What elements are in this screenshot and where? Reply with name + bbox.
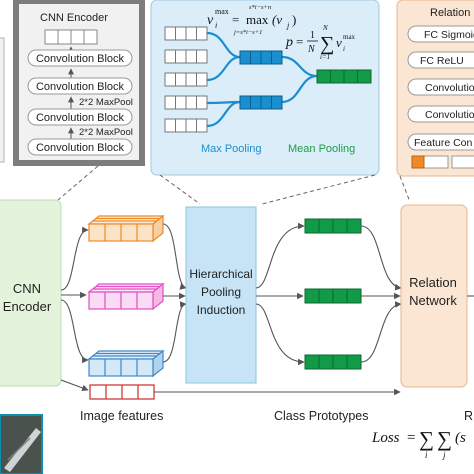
svg-text:j: j bbox=[442, 450, 446, 460]
encoder-to-features-arrows bbox=[60, 226, 89, 392]
relation-item-3 bbox=[407, 78, 474, 96]
cnn-block-1-label: Convolution Block bbox=[36, 53, 125, 65]
svg-text:max: max bbox=[343, 33, 356, 41]
pooling-merge-connectors bbox=[206, 31, 318, 128]
svg-text:1: 1 bbox=[310, 30, 315, 41]
class-prototype-1 bbox=[304, 218, 362, 234]
hierarchical-label-3: Induction bbox=[197, 303, 246, 317]
image-features-label: Image features bbox=[80, 409, 163, 423]
mean-pooled-vector bbox=[316, 69, 372, 84]
svg-text:=: = bbox=[407, 430, 415, 446]
image-feature-block-magenta bbox=[87, 282, 165, 311]
svg-text:p: p bbox=[285, 35, 293, 50]
relation-network-label-1: Relation bbox=[409, 275, 457, 290]
svg-text:): ) bbox=[292, 12, 296, 27]
relation-item-3-label: Convolution bbox=[425, 82, 474, 94]
svg-text:=: = bbox=[232, 12, 239, 27]
svg-text:max: max bbox=[246, 12, 269, 27]
svg-text:(s: (s bbox=[455, 430, 466, 446]
cnn-block-3 bbox=[27, 108, 133, 126]
image-feature-block-orange bbox=[87, 214, 165, 243]
hierarchical-label-1: Hierarchical bbox=[189, 267, 252, 281]
cnn-block-4 bbox=[27, 138, 133, 156]
cnn-encoder-label-2: Encoder bbox=[3, 299, 52, 314]
relation-panel-title: Relation bbox=[430, 7, 470, 19]
mean-pooling-label: Mean Pooling bbox=[288, 143, 355, 155]
svg-text:i=1: i=1 bbox=[320, 53, 330, 61]
cnn-block-1 bbox=[27, 49, 133, 67]
relation-item-4-label: Convolution bbox=[425, 109, 474, 121]
cnn-encoder-detail-panel: CNN Encoder Convolution Block Convolutio… bbox=[0, 0, 145, 166]
cnn-block-4-label: Convolution Block bbox=[36, 142, 125, 154]
max-pooling-formula: v max i = max s*i−s+n j=s*i−s+1 (v j ) bbox=[207, 4, 296, 36]
max-pooled-vector-2 bbox=[239, 95, 283, 110]
cnn-encoder-label-1: CNN bbox=[13, 281, 41, 296]
features-to-hpi-arrows bbox=[162, 223, 187, 363]
svg-text:v: v bbox=[207, 13, 214, 28]
relation-item-5 bbox=[407, 133, 474, 151]
cnn-encoder-box bbox=[0, 199, 62, 387]
relation-network-label-2: Network bbox=[409, 293, 457, 308]
pooling-panel-bg bbox=[150, 0, 380, 176]
svg-text:i: i bbox=[425, 450, 428, 460]
pooling-detail-panel: v max i = max s*i−s+n j=s*i−s+1 (v j ) p… bbox=[150, 0, 380, 176]
query-image-thumbnail bbox=[0, 414, 43, 474]
prototypes-to-relation-arrows bbox=[154, 225, 402, 396]
relation-feature-vectors bbox=[411, 155, 474, 169]
svg-text:i: i bbox=[343, 45, 345, 53]
relation-item-1-label: FC Sigmoid bbox=[424, 29, 474, 41]
svg-text:v: v bbox=[336, 35, 342, 50]
mean-pooling-formula: p = 1 N ∑ N i=1 v max i bbox=[285, 24, 356, 61]
left-cut-panel bbox=[0, 37, 5, 163]
svg-text:∑: ∑ bbox=[437, 427, 452, 451]
svg-text:(v: (v bbox=[272, 12, 282, 27]
cnn-pool-1-label: 2*2 MaxPool bbox=[79, 97, 133, 108]
max-pooling-label: Max Pooling bbox=[201, 143, 262, 155]
callout-connectors bbox=[57, 165, 411, 205]
class-prototypes-label: Class Prototypes bbox=[274, 409, 368, 423]
hierarchical-label-2: Pooling bbox=[201, 285, 241, 299]
cnn-panel-feature-vector bbox=[44, 29, 98, 45]
svg-text:N: N bbox=[322, 24, 328, 32]
relation-item-2-label: FC ReLU bbox=[420, 55, 464, 67]
svg-text:Loss: Loss bbox=[371, 430, 400, 446]
relation-item-5-label: Feature Con bbox=[414, 137, 473, 149]
svg-text:∑: ∑ bbox=[419, 427, 434, 451]
relation-item-4 bbox=[407, 105, 474, 123]
class-prototype-2 bbox=[304, 288, 362, 304]
cnn-panel-title: CNN Encoder bbox=[40, 12, 108, 24]
relation-detail-panel: Relation FC Sigmoid FC ReLU Convolution … bbox=[396, 0, 474, 177]
image-feature-block-blue bbox=[87, 349, 165, 378]
svg-text:N: N bbox=[307, 44, 316, 55]
cnn-pool-2-label: 2*2 MaxPool bbox=[79, 127, 133, 138]
max-pooled-vector-1 bbox=[239, 50, 283, 65]
hpi-to-prototypes-arrows bbox=[255, 222, 305, 366]
svg-text:∑: ∑ bbox=[320, 33, 334, 55]
svg-text:j: j bbox=[286, 21, 290, 30]
relation-item-2 bbox=[407, 51, 474, 69]
svg-text:=: = bbox=[296, 34, 303, 49]
svg-text:max: max bbox=[215, 7, 229, 16]
cnn-block-2-label: Convolution Block bbox=[36, 81, 125, 93]
svg-text:i: i bbox=[215, 21, 217, 30]
cnn-block-2 bbox=[27, 77, 133, 95]
loss-formula: Loss = ∑ i ∑ j (s bbox=[371, 427, 466, 460]
svg-text:s*i−s+n: s*i−s+n bbox=[249, 4, 271, 11]
query-feature-vector bbox=[89, 384, 155, 400]
hierarchical-pooling-box bbox=[185, 206, 257, 384]
relation-item-1 bbox=[407, 25, 474, 43]
right-cut-label: R bbox=[464, 409, 473, 423]
svg-text:j=s*i−s+1: j=s*i−s+1 bbox=[233, 29, 262, 36]
cnn-block-3-label: Convolution Block bbox=[36, 112, 125, 124]
class-prototype-3 bbox=[304, 354, 362, 370]
